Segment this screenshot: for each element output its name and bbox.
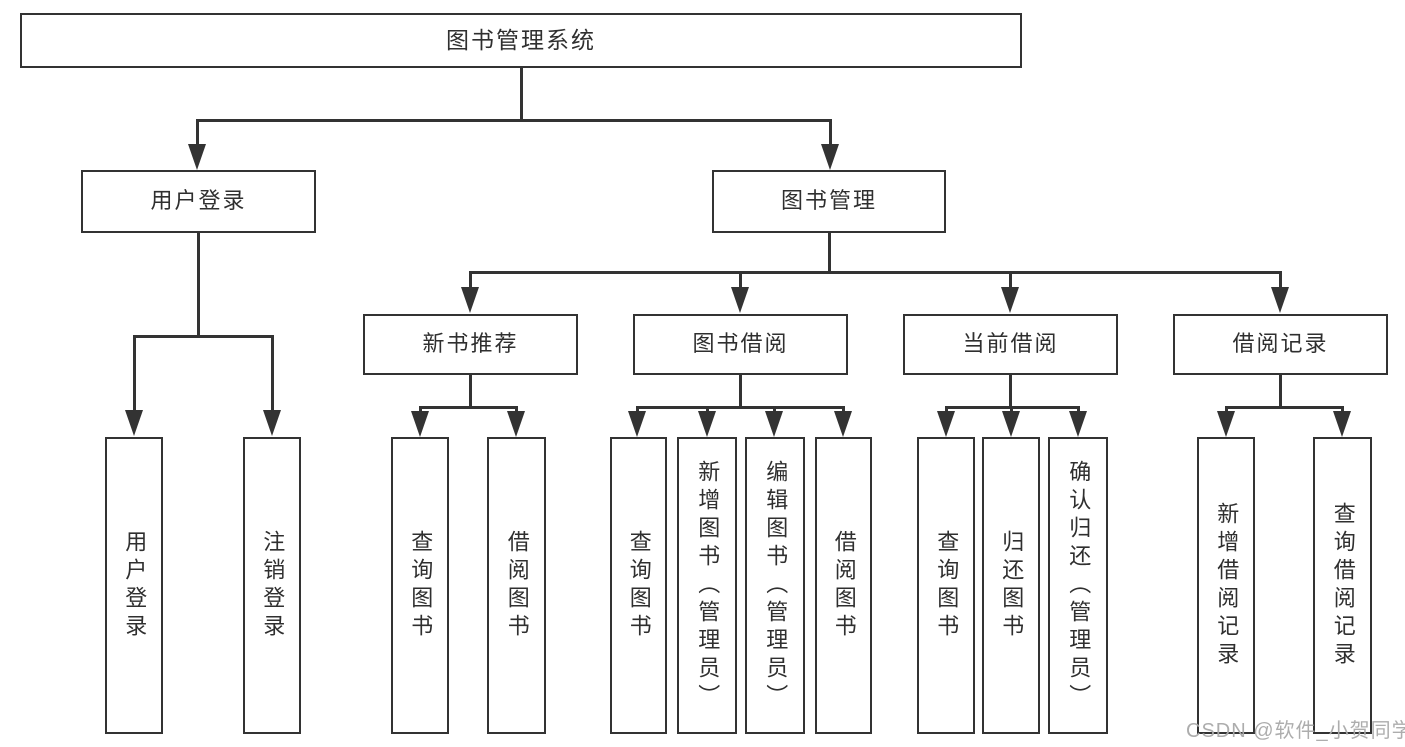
arrow-down-icon — [263, 410, 281, 436]
connector-line — [133, 335, 136, 415]
connector-line — [520, 68, 523, 121]
leaf-new-books-borrow: 借阅图书 — [487, 437, 546, 734]
arrow-down-icon — [507, 411, 525, 437]
connector-line — [469, 271, 472, 292]
connector-line — [133, 335, 273, 338]
node-current-borrow: 当前借阅 — [903, 314, 1118, 375]
arrow-down-icon — [821, 144, 839, 170]
leaf-borrow-query-books: 查询图书 — [610, 437, 667, 734]
arrow-down-icon — [698, 411, 716, 437]
connector-line — [829, 119, 832, 149]
arrow-down-icon — [1333, 411, 1351, 437]
connector-line — [1279, 271, 1282, 292]
node-book-mgmt: 图书管理 — [712, 170, 946, 233]
arrow-down-icon — [765, 411, 783, 437]
connector-line — [469, 271, 1282, 274]
leaf-borrow-add-books-admin: 新增图书（管理员） — [677, 437, 737, 734]
arrow-down-icon — [125, 410, 143, 436]
connector-line — [1009, 271, 1012, 292]
leaf-current-return-books: 归还图书 — [982, 437, 1040, 734]
leaf-borrow-edit-books-admin: 编辑图书（管理员） — [745, 437, 805, 734]
leaf-current-query-books: 查询图书 — [917, 437, 975, 734]
arrow-down-icon — [1271, 287, 1289, 313]
connector-line — [739, 271, 742, 292]
arrow-down-icon — [1217, 411, 1235, 437]
leaf-current-confirm-return-admin: 确认归还（管理员） — [1048, 437, 1108, 734]
arrow-down-icon — [731, 287, 749, 313]
arrow-down-icon — [188, 144, 206, 170]
arrow-down-icon — [937, 411, 955, 437]
leaf-records-add-borrow-record: 新增借阅记录 — [1197, 437, 1255, 734]
arrow-down-icon — [834, 411, 852, 437]
arrow-down-icon — [1069, 411, 1087, 437]
leaf-user-login: 用户登录 — [105, 437, 163, 734]
node-user-login: 用户登录 — [81, 170, 316, 233]
node-new-books: 新书推荐 — [363, 314, 578, 375]
arrow-down-icon — [1002, 411, 1020, 437]
connector-line — [419, 406, 518, 409]
connector-line — [1279, 375, 1282, 408]
connector-line — [828, 233, 831, 273]
node-root: 图书管理系统 — [20, 13, 1022, 68]
leaf-new-books-query: 查询图书 — [391, 437, 449, 734]
leaf-borrow-borrow-books: 借阅图书 — [815, 437, 872, 734]
connector-line — [739, 375, 742, 408]
arrow-down-icon — [628, 411, 646, 437]
csdn-watermark: CSDN @软件_小贺同学 — [1186, 720, 1405, 742]
connector-line — [196, 119, 831, 122]
arrow-down-icon — [461, 287, 479, 313]
arrow-down-icon — [1001, 287, 1019, 313]
node-book-borrow: 图书借阅 — [633, 314, 848, 375]
leaf-records-query-borrow-record: 查询借阅记录 — [1313, 437, 1372, 734]
connector-line — [469, 375, 472, 408]
node-borrow-records: 借阅记录 — [1173, 314, 1388, 375]
arrow-down-icon — [411, 411, 429, 437]
connector-line — [636, 406, 844, 409]
connector-line — [1225, 406, 1343, 409]
leaf-logout: 注销登录 — [243, 437, 301, 734]
connector-line — [197, 233, 200, 337]
connector-line — [1009, 375, 1012, 408]
connector-line — [271, 335, 274, 415]
connector-line — [196, 119, 199, 149]
